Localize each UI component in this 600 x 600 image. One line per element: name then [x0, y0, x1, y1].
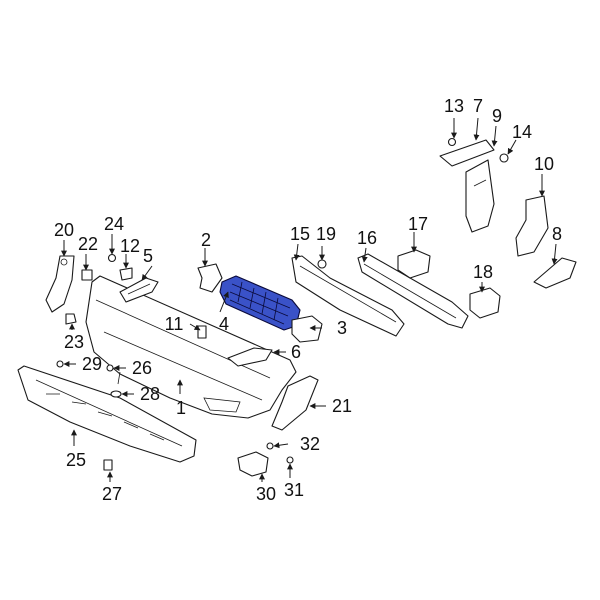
callout-18: 18: [473, 262, 493, 282]
callout-6: 6: [291, 342, 301, 362]
part-module-18[interactable]: [469, 287, 501, 319]
callout-25: 25: [66, 450, 86, 470]
part-bracket-7[interactable]: [439, 139, 495, 167]
callout-29: 29: [82, 354, 102, 374]
callout-30: 30: [256, 484, 276, 504]
callout-11: 11: [165, 314, 184, 334]
part-bracket-3[interactable]: [291, 315, 323, 343]
callout-14: 14: [512, 122, 532, 142]
callout-22: 22: [78, 234, 98, 254]
part-bolt-29[interactable]: [56, 360, 64, 368]
part-nut-19[interactable]: [317, 259, 327, 269]
part-clip-28[interactable]: [110, 390, 122, 398]
part-bracket-15[interactable]: [291, 255, 405, 337]
callout-26: 26: [132, 358, 152, 378]
part-fastener-24[interactable]: [107, 253, 117, 263]
part-bolt-26[interactable]: [106, 364, 114, 372]
callout-5: 5: [143, 246, 153, 266]
callout-13: 13: [444, 96, 464, 116]
part-bracket-6[interactable]: [227, 347, 273, 367]
callout-7: 7: [473, 96, 483, 116]
callout-12: 12: [120, 236, 140, 256]
callout-10: 10: [534, 154, 554, 174]
callout-31: 31: [284, 480, 304, 500]
callout-17: 17: [408, 214, 428, 234]
callout-28: 28: [140, 384, 160, 404]
callout-27: 27: [102, 484, 122, 504]
part-retainer-2[interactable]: [197, 263, 223, 293]
part-clip-14[interactable]: [499, 153, 509, 163]
callout-1: 1: [176, 398, 186, 418]
part-lower-valance[interactable]: [17, 365, 197, 463]
callout-9: 9: [492, 106, 502, 126]
part-bracket-10[interactable]: [515, 195, 549, 257]
part-bezel-30[interactable]: [237, 451, 269, 477]
part-bolt-13[interactable]: [447, 137, 457, 147]
callout-16: 16: [357, 228, 377, 248]
callout-19: 19: [316, 224, 336, 244]
part-reinforcement-16[interactable]: [357, 253, 469, 329]
part-bolt-11[interactable]: [197, 325, 207, 339]
callout-3: 3: [337, 318, 347, 338]
callout-21: 21: [332, 396, 352, 416]
callout-24: 24: [104, 214, 124, 234]
leader-lines: [61, 117, 558, 482]
part-screw-31[interactable]: [286, 456, 294, 464]
callout-32: 32: [300, 434, 320, 454]
part-clip-22[interactable]: [81, 269, 93, 281]
part-clip-23[interactable]: [65, 313, 77, 325]
part-bracket-8[interactable]: [533, 257, 577, 289]
part-bracket-9[interactable]: [465, 159, 495, 233]
part-clip-32[interactable]: [266, 442, 274, 450]
part-side-trim-21[interactable]: [271, 375, 319, 431]
part-clip-12[interactable]: [119, 267, 133, 281]
callout-2: 2: [201, 230, 211, 250]
callout-4: 4: [219, 314, 229, 334]
callout-8: 8: [552, 224, 562, 244]
part-bolt-27[interactable]: [103, 459, 113, 471]
part-module-17[interactable]: [397, 249, 431, 279]
callout-23: 23: [64, 332, 84, 352]
part-left-side-bracket[interactable]: [45, 255, 75, 313]
part-energy-absorber[interactable]: [219, 275, 301, 331]
callout-20: 20: [54, 220, 74, 240]
callout-15: 15: [290, 224, 310, 244]
callout-labels: 1 2 3 4 5 6 7 8 9 10 11 12 13 14 15 16 1…: [54, 96, 562, 504]
